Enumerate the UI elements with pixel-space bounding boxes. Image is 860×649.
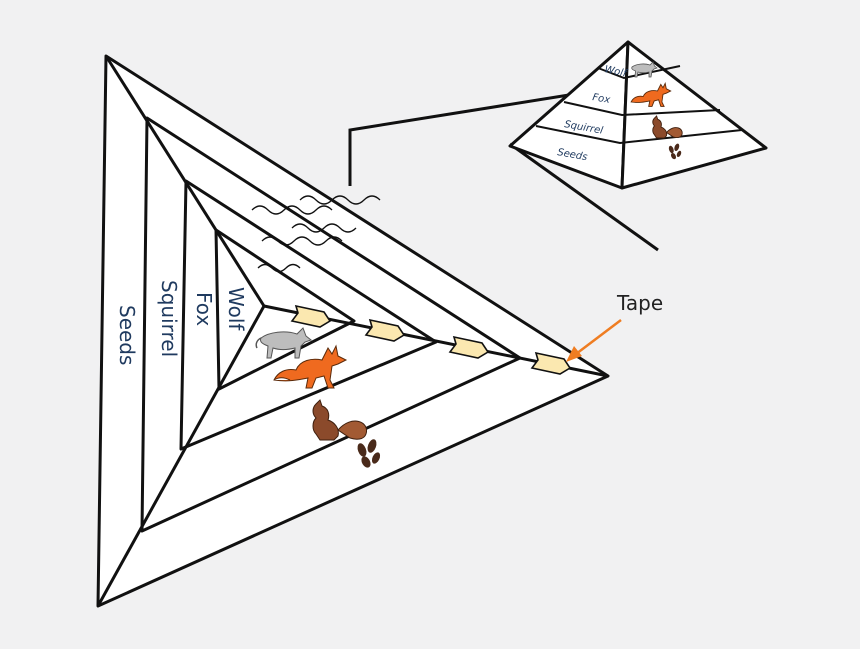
wave-mark (299, 195, 381, 205)
wave-mark (261, 236, 343, 246)
mini-label-wolf: Wolf (603, 64, 629, 80)
arrow-icon (566, 319, 622, 362)
connector-bottom (509, 142, 659, 252)
net-squirrel-triangle (140, 116, 522, 533)
wave-mark (257, 263, 301, 273)
fold-line-top (104, 55, 266, 307)
squirrel-icon (312, 399, 368, 441)
seeds-icon (357, 439, 381, 468)
wave-marks (251, 195, 381, 273)
fox-icon (273, 344, 348, 389)
connector-lines (348, 88, 659, 252)
tape-pieces (290, 304, 572, 375)
tape-icon (448, 335, 490, 359)
wave-mark (291, 223, 357, 233)
level-label-seeds: Seeds (115, 305, 139, 365)
mini-label-fox: Fox (591, 92, 611, 106)
net-fox-triangle (179, 179, 438, 451)
tape-icon (364, 318, 406, 342)
tape-icon (290, 304, 332, 328)
pyramid-icon (508, 40, 768, 190)
tape-label: Tape (616, 291, 663, 315)
net-wolf-triangle (214, 228, 356, 391)
fold-line-bottom (96, 305, 266, 607)
level-label-wolf: Wolf (224, 287, 248, 331)
mini-pyramid-left-face (508, 40, 630, 190)
level-label-fox: Fox (192, 292, 216, 326)
wolf-icon (255, 327, 313, 359)
wave-mark (251, 205, 333, 215)
tape-icon (530, 351, 572, 375)
wolf-icon (631, 61, 658, 78)
pyramid-net (96, 54, 610, 608)
fox-icon (630, 81, 672, 107)
seeds-icon (668, 143, 682, 160)
connector-top (348, 88, 601, 186)
mini-label-seeds: Seeds (556, 147, 588, 163)
level-label-squirrel: Squirrel (157, 280, 181, 357)
net-outer-triangle (96, 54, 610, 608)
squirrel-icon (652, 115, 683, 139)
